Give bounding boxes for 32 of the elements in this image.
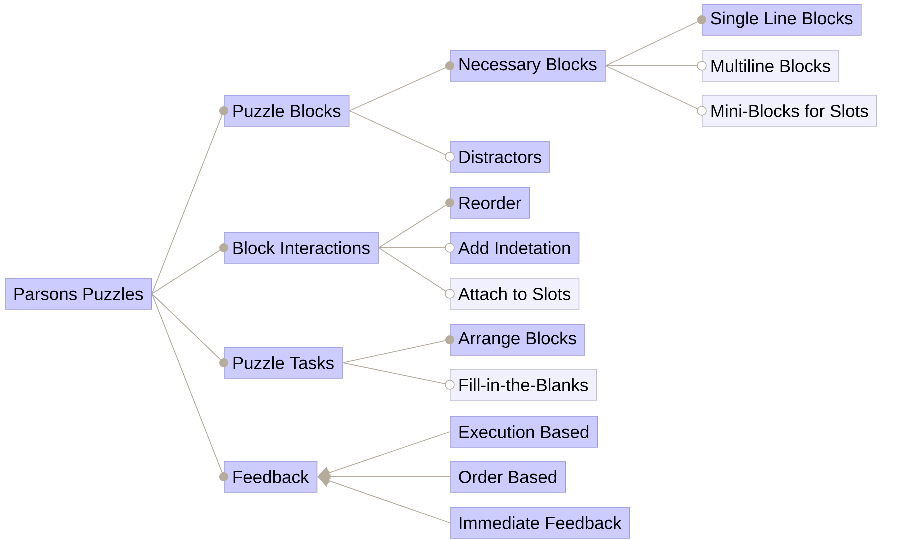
connector bbox=[342, 336, 454, 364]
feature-box: Attach to Slots bbox=[450, 278, 580, 310]
feature-box: Add Indetation bbox=[450, 232, 580, 264]
feature-box: Fill-in-the-Blanks bbox=[450, 369, 598, 401]
feature-box: Reorder bbox=[450, 187, 530, 219]
connector bbox=[152, 244, 228, 294]
connector bbox=[349, 62, 454, 112]
feature-box: Feedback bbox=[224, 461, 318, 493]
feature-box: Single Line Blocks bbox=[702, 4, 862, 36]
connector bbox=[378, 243, 455, 253]
feature-box: Multiline Blocks bbox=[702, 50, 840, 82]
feature-box: Mini-Blocks for Slots bbox=[702, 95, 878, 127]
feature-box: Distractors bbox=[450, 141, 550, 173]
feature-box: Block Interactions bbox=[224, 232, 379, 264]
connector bbox=[152, 106, 228, 294]
connector bbox=[152, 294, 228, 482]
feature-box: Puzzle Blocks bbox=[224, 95, 350, 127]
connector bbox=[378, 248, 455, 299]
connector bbox=[152, 294, 228, 368]
feature-box: Parsons Puzzles bbox=[5, 278, 152, 310]
connector bbox=[378, 198, 454, 248]
feature-box: Arrange Blocks bbox=[450, 324, 586, 356]
connector bbox=[342, 362, 455, 390]
feature-box: Puzzle Tasks bbox=[224, 347, 343, 379]
connector bbox=[605, 61, 707, 71]
feature-box: Immediate Feedback bbox=[450, 507, 630, 539]
connector bbox=[605, 66, 707, 116]
feature-box: Execution Based bbox=[450, 416, 598, 448]
connector bbox=[349, 110, 455, 162]
connector bbox=[605, 16, 706, 66]
feature-box: Order Based bbox=[450, 461, 566, 493]
feature-box: Necessary Blocks bbox=[450, 50, 606, 82]
